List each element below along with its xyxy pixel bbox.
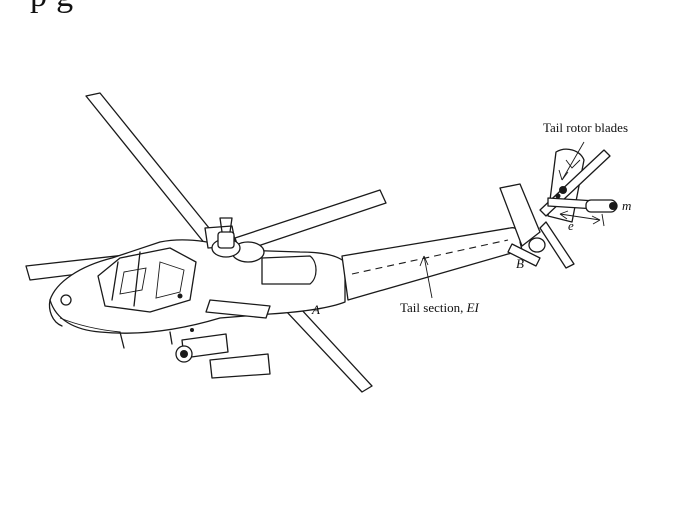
tail-section-leader [423,255,433,299]
tail-boom [341,183,546,301]
tail-rotor-arrow [558,169,569,181]
cropped-header-text: p g [30,0,650,15]
label-offset: e [568,218,574,233]
fuselage [48,225,346,379]
tail-rotor-leader [561,141,585,181]
mass-marker [585,199,617,213]
label-tail-rotor-blades: Tail rotor blades [543,120,628,135]
offset-dimension [559,210,605,227]
rotor-hub [211,217,241,258]
label-point-b: B [516,256,524,271]
label-tail-section: Tail section, EI [400,300,480,315]
label-point-a: A [311,302,320,317]
tail-section-arrow [419,255,429,267]
label-mass: m [622,198,631,213]
